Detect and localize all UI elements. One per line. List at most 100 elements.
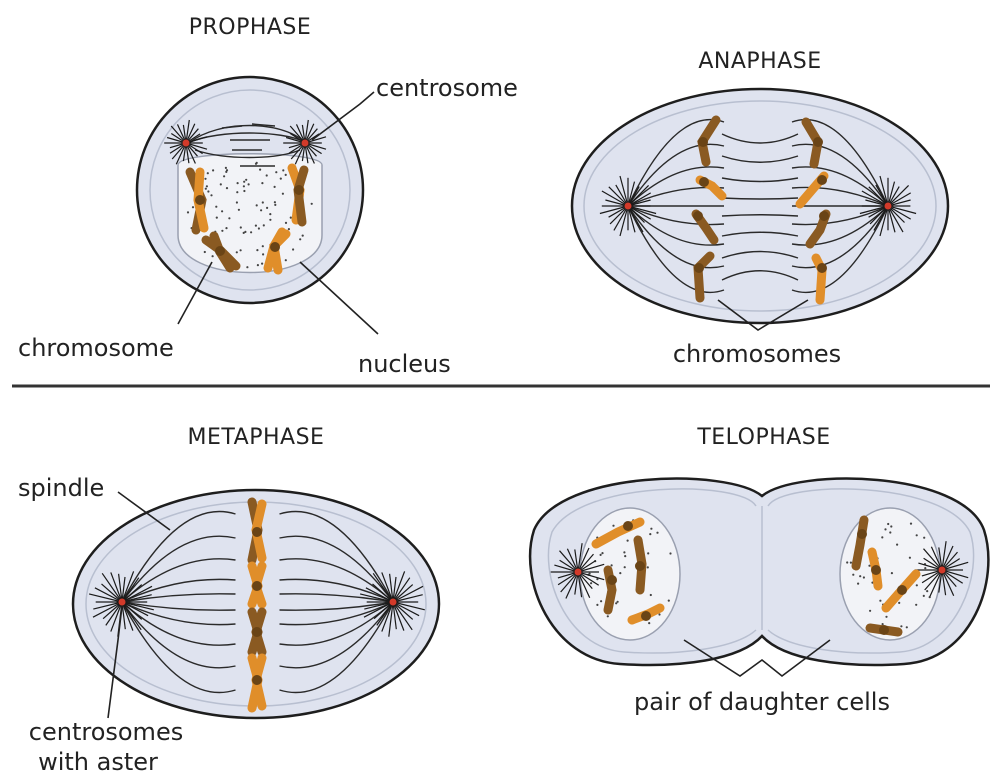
chromatin-dot [240,226,242,228]
chromatin-dot [882,623,884,625]
chromatin-dot [285,222,287,224]
chromatin-dot [236,191,238,193]
chromatin-dot [269,213,271,215]
chromatin-dot [243,185,245,187]
chromatin-dot [611,564,613,566]
chromosome-label: chromosome [18,334,174,362]
telophase-left-centrosome [575,569,582,576]
chromatin-dot [669,552,671,554]
chromatin-dot [288,228,290,230]
metaphase-left-centrosome [119,599,126,606]
chromatin-dot [240,249,242,251]
chromatin-dot [262,245,264,247]
chromatin-dot [221,230,223,232]
telophase-right-centrosome [939,567,946,574]
chromatin-dot [302,235,304,237]
chromatin-dot [221,210,223,212]
chromatin-dot [226,187,228,189]
chromatin-dot [256,249,258,251]
chromatin-dot [225,167,227,169]
chromatin-dot [274,204,276,206]
chromatin-dot [266,207,268,209]
chromatin-dot [619,572,621,574]
chromatin-dot [266,174,268,176]
chromatin-dot [257,264,259,266]
chromatin-dot [600,554,602,556]
telophase-title: TELOPHASE [696,425,830,450]
chromatin-dot [890,525,892,527]
chromatin-dot [658,613,660,615]
chromatin-dot [274,186,276,188]
chromatin-dot [282,193,284,195]
chromatin-dot [910,523,912,525]
chromatin-dot [647,566,649,568]
chromatin-dot [216,217,218,219]
chromatin-dot [623,551,625,553]
metaphase-right-centrosome [390,599,397,606]
nucleus-label: nucleus [358,350,451,378]
chromatin-dot [261,263,263,265]
chromatin-dot [857,583,859,585]
chromatin-dot [215,206,217,208]
metaphase-title: METAPHASE [188,425,325,450]
chromatin-dot [891,572,893,574]
chromatin-dot [924,567,926,569]
chromatin-dot [256,162,258,164]
chromatin-dot [596,604,598,606]
chromatin-dot [650,594,652,596]
chromatin-dot [285,174,287,176]
chromatin-dot [884,528,886,530]
anaphase-left-centrosome [625,203,632,210]
centrosome-label: centrosome [376,74,518,102]
daughter-cells-label: pair of daughter cells [634,688,890,716]
chromatin-dot [887,523,889,525]
chromatin-dot [850,562,852,564]
chromatin-dot [285,259,287,261]
chromatin-dot [212,169,214,171]
centrosomes-label-line1: centrosomes [29,718,183,746]
chromatin-dot [926,590,928,592]
chromatin-dot [225,171,227,173]
chromatin-dot [223,175,225,177]
chromatin-dot [187,211,189,213]
telophase-right-nucleus [840,508,940,640]
chromatin-dot [228,217,230,219]
chromatin-dot [650,528,652,530]
chromatin-dot [248,183,250,185]
chromatin-dot [269,219,271,221]
chromatin-dot [909,557,911,559]
chromatin-dot [852,574,854,576]
chromatin-dot [206,185,208,187]
chromatin-dot [263,224,265,226]
chromatin-dot [879,600,881,602]
chromatin-dot [624,566,626,568]
chromatin-dot [589,573,591,575]
chromatin-dot [204,251,206,253]
chromatin-dot [898,602,900,604]
chromatin-dot [261,182,263,184]
chromatin-dot [292,248,294,250]
chromatin-dot [259,169,261,171]
chromatin-dot [290,217,292,219]
chromatin-dot [668,600,670,602]
chromatin-dot [243,190,245,192]
chromatin-dot [244,231,246,233]
chromatin-dot [900,625,902,627]
chromatin-dot [262,253,264,255]
chromatin-dot [255,225,257,227]
chromatin-dot [869,610,871,612]
chromatin-dot [859,575,861,577]
anaphase-title: ANAPHASE [698,49,821,74]
chromatin-dot [207,190,209,192]
chromatin-dot [299,238,301,240]
chromatin-dot [236,201,238,203]
chromatin-dot [220,183,222,185]
chromatin-dot [311,203,313,205]
chromatin-dot [250,231,252,233]
metaphase-panel: METAPHASE spindle centrosomes with aster [18,425,439,776]
chromatin-dot [649,533,651,535]
chromatin-dot [246,266,248,268]
chromatin-dot [256,204,258,206]
